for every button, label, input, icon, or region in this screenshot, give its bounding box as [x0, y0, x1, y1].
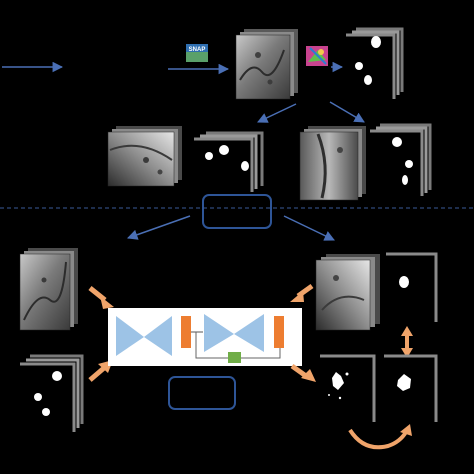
encoder-decoder-2	[204, 314, 234, 352]
compare-arrow	[401, 326, 413, 358]
labeling-tool-icon	[306, 46, 328, 66]
mask-stack-left	[194, 131, 264, 192]
image-feed-arrow	[88, 286, 114, 309]
skip-block	[228, 352, 241, 363]
ground-truth-mask	[386, 252, 438, 322]
mask-stack-right	[370, 123, 432, 196]
conv-block-1	[181, 316, 191, 348]
middle-process-box	[202, 194, 272, 229]
train-split-arrow-left	[127, 215, 191, 240]
train-image-stack	[19, 248, 78, 331]
split-arrow-left	[257, 103, 297, 123]
split-arrow-right	[329, 101, 365, 123]
train-split-arrow-right	[283, 215, 335, 241]
test-feed-arrow	[290, 283, 314, 302]
output-arrow	[290, 363, 316, 382]
test-image-stack	[315, 254, 380, 331]
snap-tool-icon: SNAP	[186, 44, 208, 62]
train-mask-stack	[20, 354, 84, 432]
mask-stack-top	[346, 27, 404, 99]
sar-image-stack-top	[235, 29, 298, 100]
network-architecture-panel	[108, 308, 302, 366]
bottom-process-box	[168, 376, 236, 410]
conv-block-2	[274, 316, 284, 348]
predicted-mask-raw	[320, 354, 376, 422]
encoder-decoder-1	[116, 316, 144, 356]
sar-image-stack-right	[299, 126, 366, 201]
sar-image-stack-left	[107, 126, 182, 187]
refinement-curve-arrow	[348, 424, 412, 450]
snap-label: SNAP	[189, 47, 206, 53]
predicted-mask-refined	[384, 354, 438, 422]
